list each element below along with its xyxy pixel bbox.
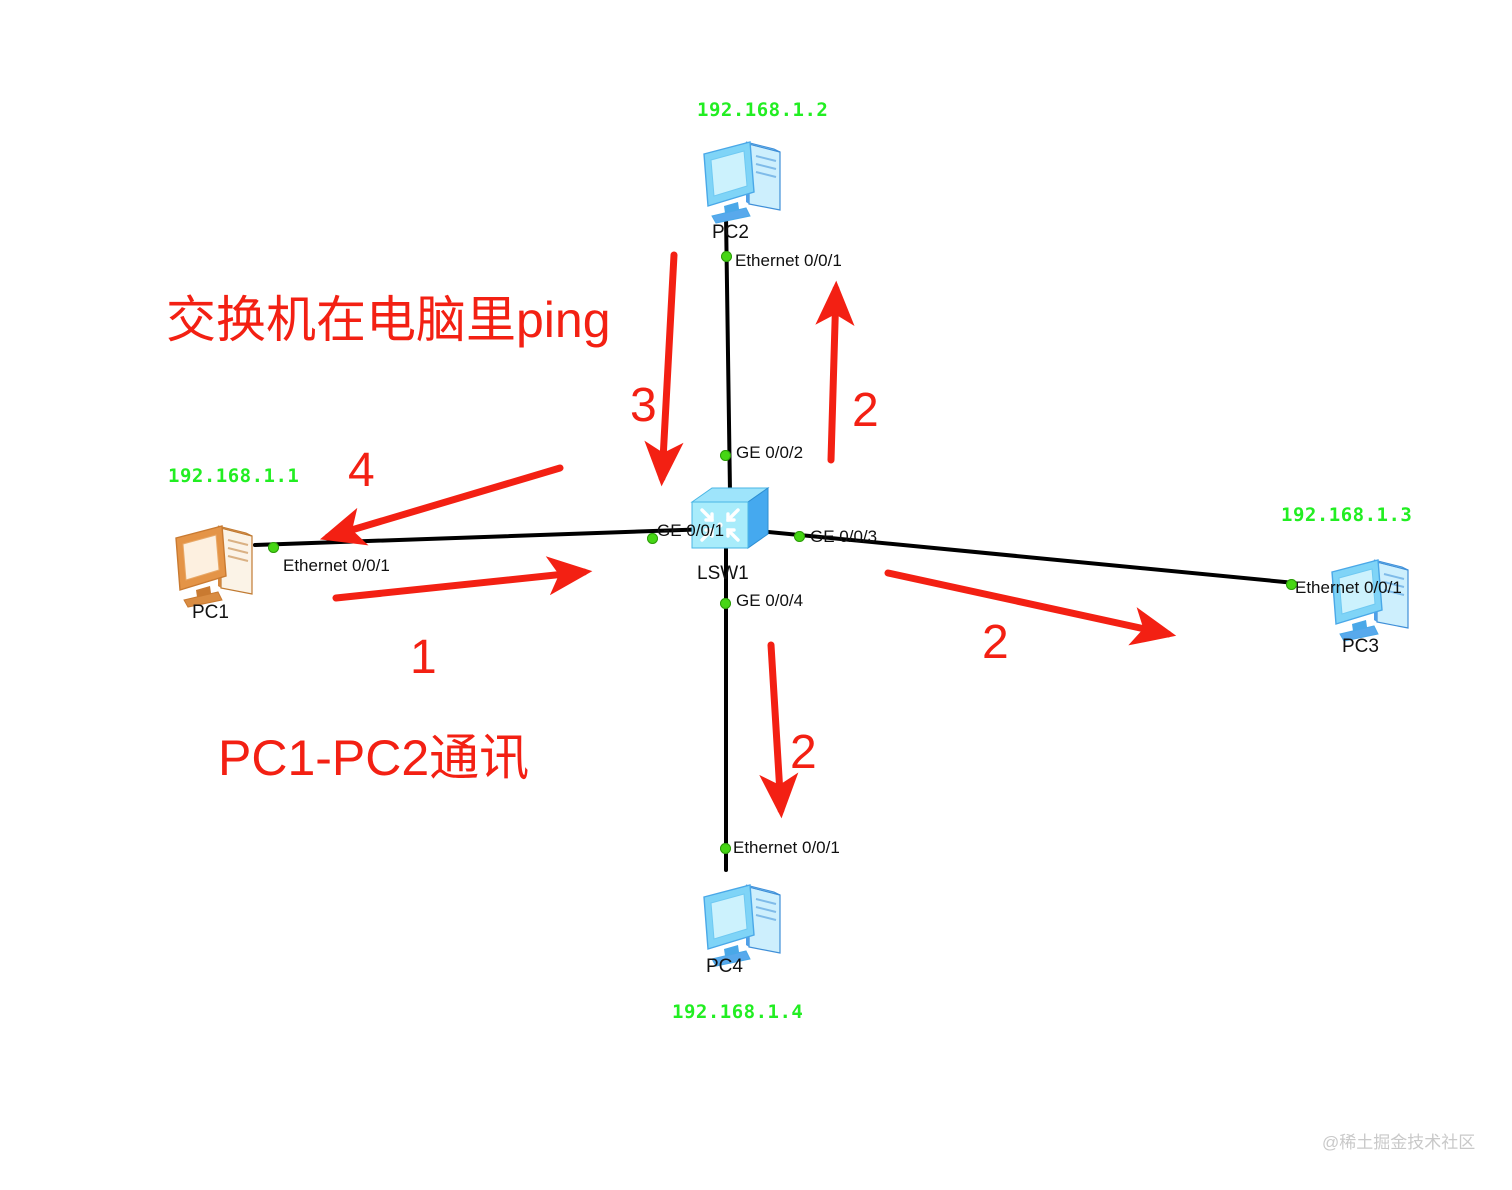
switch-port-dot-4 [720, 598, 731, 609]
note-bottom: PC1-PC2通讯 [218, 730, 530, 786]
switch-port-dot-1 [720, 450, 731, 461]
switch-port-label-ge-0-0-1: GE 0/0/1 [657, 521, 725, 540]
port-status-dot-pc4 [720, 843, 731, 854]
switch-port-dot-3 [794, 531, 805, 542]
device-name-pc2: PC2 [712, 222, 749, 243]
arrow-num-3: 3 [630, 379, 657, 432]
pc-icon[interactable] [1322, 546, 1418, 647]
port-status-dot-pc3 [1286, 579, 1297, 590]
port-label-pc3: Ethernet 0/0/1 [1295, 578, 1402, 597]
port-label-pc2: Ethernet 0/0/1 [735, 251, 842, 270]
arrow-num-2-right: 2 [852, 384, 879, 437]
ip-label-pc4: 192.168.1.4 [672, 1001, 804, 1023]
device-name-pc3: PC3 [1342, 636, 1379, 657]
arrow-num-2-pc3: 2 [982, 616, 1009, 669]
ip-label-pc1: 192.168.1.1 [168, 465, 300, 487]
port-status-dot-pc1 [268, 542, 279, 553]
ip-label-pc3: 192.168.1.3 [1281, 504, 1413, 526]
arrow-3-ping-to-switch [644, 251, 684, 487]
device-name-pc1: PC1 [192, 602, 229, 623]
arrow-2-switch-to-pc3 [884, 569, 1177, 646]
watermark: @稀土掘金技术社区 [1322, 1133, 1476, 1152]
switch-port-label-ge-0-0-3: GE 0/0/3 [810, 527, 878, 546]
port-label-pc1: Ethernet 0/0/1 [283, 556, 390, 575]
switch-port-dot-2 [647, 533, 658, 544]
pc-icon[interactable] [694, 871, 790, 972]
arrow-2-switch-to-pc4 [759, 641, 799, 819]
port-status-dot-pc2 [721, 251, 732, 262]
arrow-num-1: 1 [410, 631, 437, 684]
arrow-num-2-pc4: 2 [790, 726, 817, 779]
device-name-pc4: PC4 [706, 956, 743, 977]
pc-icon[interactable] [166, 512, 262, 613]
switch-port-label-ge-0-0-4: GE 0/0/4 [736, 591, 804, 610]
note-top: 交换机在电脑里ping [166, 292, 611, 348]
arrow-num-4: 4 [348, 444, 375, 497]
pc-icon[interactable] [694, 128, 790, 229]
ip-label-pc2: 192.168.1.2 [697, 99, 829, 121]
arrow-2-switch-to-pc2 [815, 280, 855, 464]
switch-port-label-ge-0-0-2: GE 0/0/2 [736, 443, 804, 462]
port-label-pc4: Ethernet 0/0/1 [733, 838, 840, 857]
device-name-lsw1: LSW1 [697, 563, 749, 584]
